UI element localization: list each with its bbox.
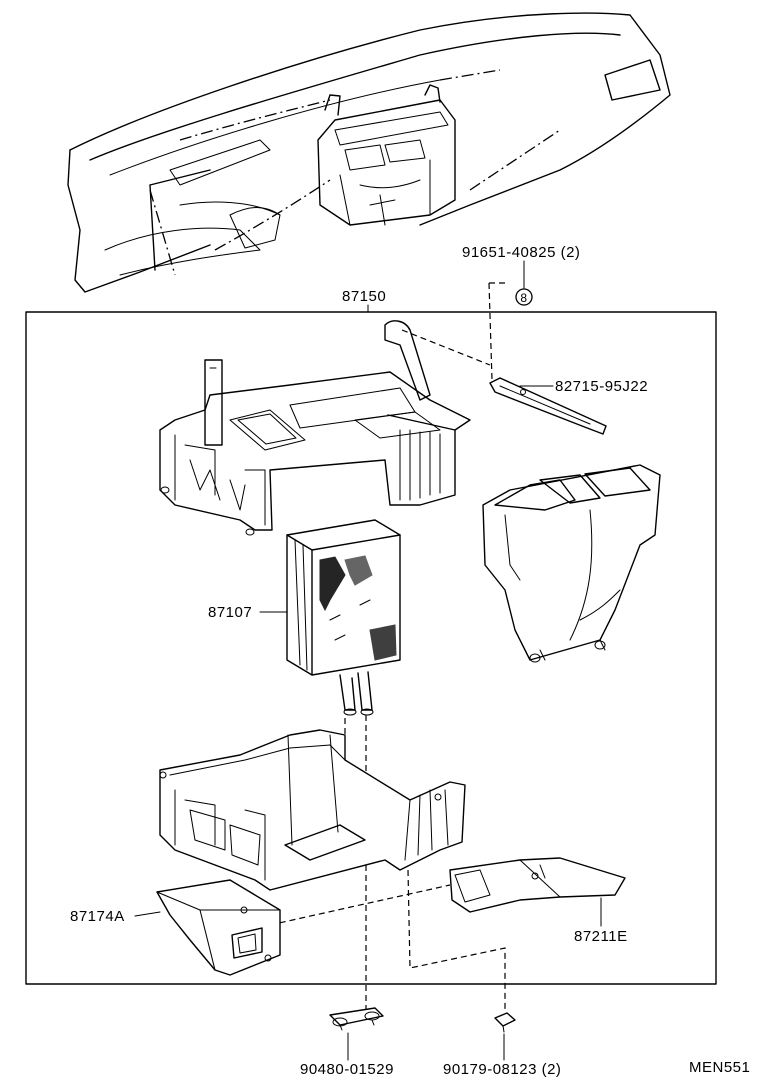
label-screw: 90179-08123 (2): [443, 1061, 561, 1078]
heater-unit-in-dash: [317, 84, 456, 226]
label-duct: 87211E: [574, 928, 628, 945]
label-heater-core: 87107: [208, 604, 252, 621]
bolt-callout: 91651-40825 (2) 8: [462, 244, 580, 381]
diagram-code: MEN551: [689, 1059, 750, 1076]
duct-part: 87211E: [449, 857, 628, 945]
lower-heater-case: [159, 729, 466, 891]
assembly-frame: 87150: [25, 288, 717, 985]
label-bracket: 82715-95J22: [555, 378, 648, 395]
label-bolt: 91651-40825 (2): [462, 244, 580, 261]
label-bolt-marker: 8: [520, 291, 527, 305]
bracket-part: 82715-95J22: [401, 329, 648, 435]
alignment-lines: [269, 715, 506, 1010]
instrument-panel-illustration: [67, 12, 671, 293]
bolt-marker-circle: [515, 288, 533, 306]
label-unit-assy: 87150: [342, 288, 386, 305]
cover-part: 87174A: [70, 879, 281, 976]
screw-part: 90179-08123 (2): [443, 1012, 561, 1078]
heater-core: 87107: [208, 519, 401, 716]
label-clamp: 90480-01529: [300, 1061, 394, 1078]
clamp-part: 90480-01529: [300, 1007, 394, 1078]
upper-heater-case: [159, 320, 471, 536]
side-duct-case: [482, 464, 661, 663]
label-cover: 87174A: [70, 908, 125, 925]
